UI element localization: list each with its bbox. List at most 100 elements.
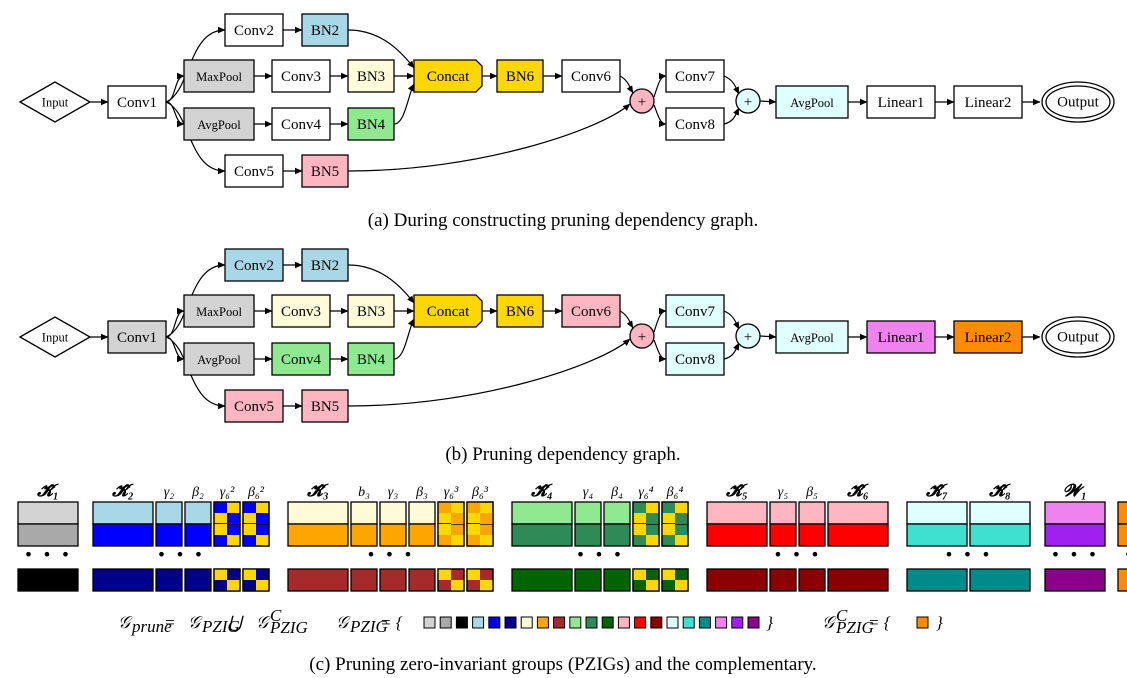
equation-text: 𝒢 bbox=[188, 613, 203, 632]
node-label: Conv7 bbox=[675, 304, 716, 320]
bn5-node: BN5 bbox=[301, 154, 349, 188]
sum-op-circle bbox=[629, 323, 655, 349]
node-label: Conv4 bbox=[281, 117, 322, 133]
group-bottom-cell bbox=[969, 568, 1031, 592]
checker-cell bbox=[227, 513, 240, 524]
pzig-swatch bbox=[536, 616, 549, 629]
group-label: 𝓚̂₁ bbox=[36, 481, 59, 500]
conv8-node: Conv8 bbox=[665, 107, 725, 141]
edge-arrow bbox=[653, 307, 667, 333]
node-label: Output bbox=[1057, 330, 1100, 346]
group-label: β₆² bbox=[247, 485, 265, 500]
checker-outline bbox=[213, 568, 241, 592]
checker-cell bbox=[675, 513, 688, 524]
group-column: 𝓚̂₆ bbox=[827, 481, 889, 592]
edge-arrow bbox=[347, 103, 631, 172]
output-oval-outer bbox=[1041, 81, 1115, 123]
maxpool-node: MaxPool bbox=[183, 59, 255, 93]
sum-op-label: + bbox=[744, 95, 752, 111]
equation-text: C bbox=[270, 606, 282, 625]
node-box bbox=[665, 59, 725, 93]
ellipsis-dots: • • • bbox=[773, 545, 821, 564]
node-label: AvgPool bbox=[197, 353, 241, 367]
pzig-swatch bbox=[439, 616, 452, 629]
edge-arrow bbox=[619, 75, 634, 94]
bn4-node: BN4 bbox=[347, 107, 395, 141]
node-label: AvgPool bbox=[197, 118, 241, 132]
checker-cell bbox=[227, 580, 240, 591]
edge-arrow bbox=[653, 104, 667, 128]
group-label: β₄ bbox=[610, 485, 623, 500]
input-diamond bbox=[18, 81, 92, 123]
node-box bbox=[183, 59, 255, 93]
checker-outline bbox=[242, 501, 270, 547]
node-box bbox=[183, 107, 255, 141]
group-top-cell bbox=[511, 501, 573, 525]
bn3-node: BN3 bbox=[347, 59, 395, 93]
equation-text: 𝒢 bbox=[118, 613, 133, 632]
group-mid-cell bbox=[769, 523, 797, 547]
conv6-node: Conv6 bbox=[561, 59, 621, 93]
pzig-swatch bbox=[682, 616, 695, 629]
checker-outline bbox=[661, 501, 689, 547]
checker-cell bbox=[646, 513, 659, 524]
equation-text: C bbox=[836, 606, 848, 625]
node-label: BN6 bbox=[506, 304, 535, 320]
node-box bbox=[561, 294, 621, 328]
group-mid-cell bbox=[1117, 523, 1127, 547]
pzig-swatch bbox=[731, 616, 744, 629]
pzig-swatch bbox=[455, 616, 468, 629]
checker-cell bbox=[662, 502, 675, 513]
graph-edges bbox=[90, 261, 1041, 410]
group-label: γ₂ bbox=[164, 485, 175, 500]
group-column: β₂ bbox=[184, 485, 212, 592]
node-box bbox=[301, 13, 349, 47]
conv5-node: Conv5 bbox=[224, 389, 284, 423]
group-top-cell bbox=[379, 501, 407, 525]
node-box bbox=[107, 320, 167, 354]
conv8-node: Conv8 bbox=[665, 342, 725, 376]
avgpool2-node: AvgPool bbox=[775, 85, 849, 119]
node-label: Linear1 bbox=[878, 95, 925, 111]
checker-outline bbox=[632, 501, 660, 547]
edge-arrow bbox=[165, 307, 185, 338]
checker-cell bbox=[646, 535, 659, 546]
pzig-swatch bbox=[617, 616, 630, 629]
edge-arrow bbox=[393, 318, 415, 360]
group-column: 𝓦₂ bbox=[1117, 501, 1127, 592]
group-column: γ₆⁴ bbox=[632, 485, 660, 592]
node-label: Input bbox=[42, 96, 69, 110]
group-top-cell bbox=[1117, 501, 1127, 525]
node-box bbox=[665, 294, 725, 328]
checker-cell bbox=[214, 502, 227, 513]
input-diamond bbox=[18, 316, 92, 358]
node-box bbox=[775, 85, 849, 119]
conv5-node: Conv5 bbox=[224, 154, 284, 188]
sum-op-circle bbox=[629, 88, 655, 114]
node-label: BN3 bbox=[357, 69, 385, 85]
node-label: AvgPool bbox=[790, 331, 834, 345]
node-label: MaxPool bbox=[196, 305, 242, 319]
checker-cell bbox=[243, 569, 256, 580]
equation-text: ⋃ bbox=[228, 613, 244, 632]
node-box bbox=[301, 389, 349, 423]
group-top-cell bbox=[92, 501, 154, 525]
node-box bbox=[561, 59, 621, 93]
output-oval-inner bbox=[1045, 85, 1111, 119]
edge-arrow bbox=[723, 75, 740, 95]
group-top-cell bbox=[827, 501, 889, 525]
equation-text: PZIG bbox=[349, 617, 388, 636]
checker-cell bbox=[438, 502, 451, 513]
group-column: 𝓚̂₃ bbox=[287, 481, 349, 592]
edge-arrow bbox=[653, 72, 667, 98]
node-label: Conv8 bbox=[675, 117, 715, 133]
pzig-swatch bbox=[650, 616, 663, 629]
edge-arrow bbox=[723, 342, 740, 360]
checker-outline bbox=[242, 568, 270, 592]
group-top-cell bbox=[1044, 501, 1106, 525]
group-bottom-cell bbox=[92, 568, 154, 592]
group-mid-cell bbox=[408, 523, 436, 547]
